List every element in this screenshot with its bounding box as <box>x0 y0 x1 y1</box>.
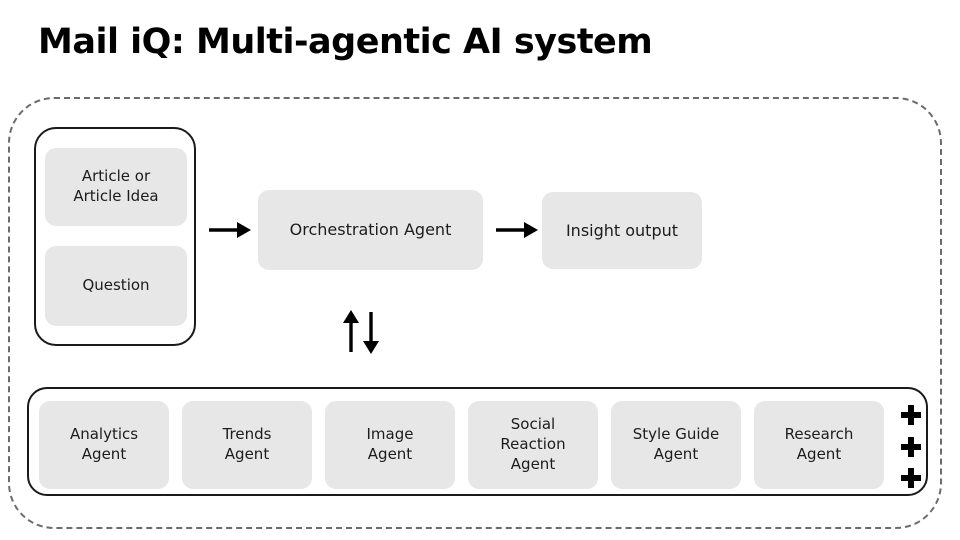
plus-icon[interactable] <box>900 436 922 458</box>
agent-node-style-guide[interactable]: Style Guide Agent <box>611 401 741 489</box>
arrow-right-icon <box>494 215 540 245</box>
plus-icon[interactable] <box>900 404 922 426</box>
agent-node-social-reaction[interactable]: Social Reaction Agent <box>468 401 598 489</box>
agents-group: Analytics Agent Trends Agent Image Agent… <box>27 387 928 496</box>
agents-row: Analytics Agent Trends Agent Image Agent… <box>39 401 884 489</box>
agent-node-trends[interactable]: Trends Agent <box>182 401 312 489</box>
agent-node-research[interactable]: Research Agent <box>754 401 884 489</box>
arrow-right-icon <box>207 215 253 245</box>
insight-output-node[interactable]: Insight output <box>542 192 702 269</box>
arrow-up-down-icon <box>336 308 386 356</box>
orchestration-agent-node[interactable]: Orchestration Agent <box>258 190 483 270</box>
system-boundary <box>8 97 942 529</box>
inputs-group: Article or Article Idea Question <box>34 127 196 346</box>
agent-node-analytics[interactable]: Analytics Agent <box>39 401 169 489</box>
agent-node-image[interactable]: Image Agent <box>325 401 455 489</box>
add-agent-stack <box>898 404 924 489</box>
page-title: Mail iQ: Multi-agentic AI system <box>38 22 653 62</box>
input-node-article[interactable]: Article or Article Idea <box>45 148 187 226</box>
input-node-question[interactable]: Question <box>45 246 187 326</box>
plus-icon[interactable] <box>900 467 922 489</box>
